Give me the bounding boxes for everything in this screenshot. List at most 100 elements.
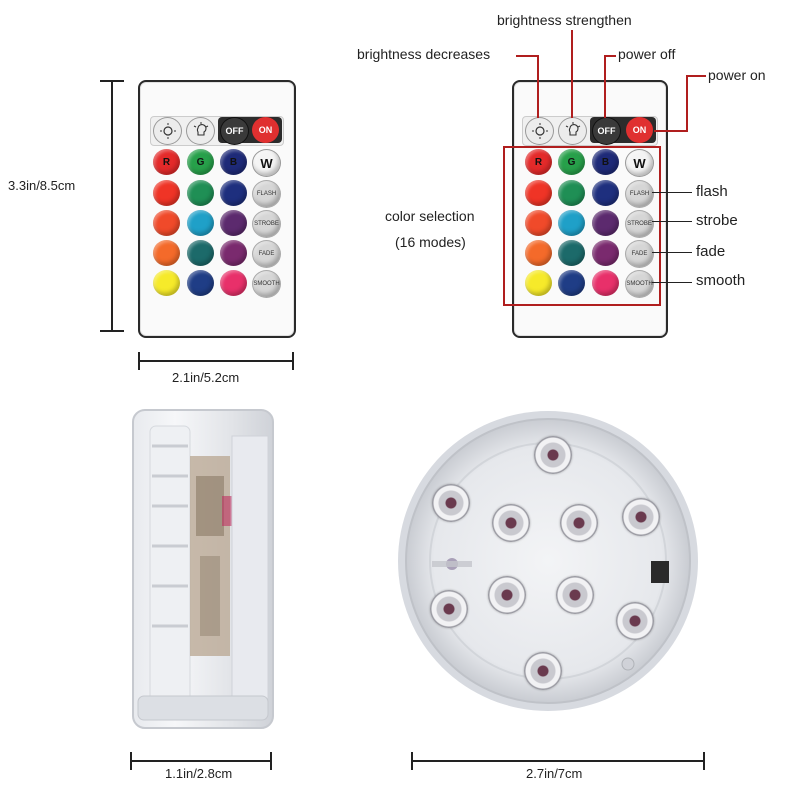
color-button[interactable] bbox=[558, 210, 585, 236]
strobe-button[interactable]: STROBE bbox=[252, 210, 281, 238]
white-button[interactable]: W bbox=[252, 149, 281, 177]
color-button[interactable] bbox=[592, 240, 619, 266]
remote-height-cap-bottom bbox=[100, 330, 124, 332]
left-remote: 3.3in/8.5cm OFF ON R G B W FLASH STROBE … bbox=[0, 0, 396, 396]
color-button[interactable] bbox=[592, 180, 619, 206]
color-button[interactable] bbox=[220, 210, 247, 236]
fade-line bbox=[652, 252, 692, 253]
blue-button[interactable]: B bbox=[592, 149, 619, 175]
brightness-up-icon[interactable] bbox=[558, 117, 587, 145]
smooth-button[interactable]: SMOOTH bbox=[252, 270, 281, 298]
strobe-button[interactable]: STROBE bbox=[625, 210, 654, 238]
strobe-label: strobe bbox=[696, 212, 738, 229]
color-button[interactable] bbox=[187, 270, 214, 296]
color-selection-label: color selection bbox=[385, 208, 475, 224]
light-width-cap-right bbox=[703, 752, 705, 770]
fade-label: fade bbox=[696, 243, 726, 260]
red-button[interactable]: R bbox=[153, 149, 180, 175]
light-height-cap-left bbox=[130, 752, 132, 770]
led-bulb bbox=[492, 504, 530, 542]
color-button[interactable] bbox=[220, 240, 247, 266]
remote-width-label: 2.1in/5.2cm bbox=[172, 370, 240, 385]
color-button[interactable] bbox=[153, 210, 180, 236]
light-height-cap-right bbox=[270, 752, 272, 770]
power-off-label: power off bbox=[618, 46, 676, 62]
color-button[interactable] bbox=[525, 270, 552, 296]
brightness-decreases-line-h bbox=[516, 55, 538, 57]
power-on-line-v bbox=[686, 75, 688, 131]
power-on-label: power on bbox=[708, 67, 766, 83]
blue-button[interactable]: B bbox=[220, 149, 247, 175]
flash-label: flash bbox=[696, 183, 728, 200]
annotated-remote: OFF ON R G B W FLASH STROBE FADE SMOOTH … bbox=[357, 12, 766, 338]
smooth-button[interactable]: SMOOTH bbox=[625, 270, 654, 298]
power-on-line-h bbox=[686, 75, 706, 77]
power-on-line-h2 bbox=[654, 130, 688, 132]
smooth-line bbox=[652, 282, 692, 283]
green-button[interactable]: G bbox=[187, 149, 214, 175]
light-top-image bbox=[398, 411, 698, 711]
remote-height-cap-top bbox=[100, 80, 124, 82]
led-bulb bbox=[616, 602, 654, 640]
color-button[interactable] bbox=[153, 180, 180, 206]
color-button[interactable] bbox=[592, 210, 619, 236]
brightness-decreases-line-v bbox=[537, 55, 539, 118]
color-button[interactable] bbox=[525, 240, 552, 266]
brightness-decreases-label: brightness decreases bbox=[357, 46, 491, 62]
red-button[interactable]: R bbox=[525, 149, 552, 175]
green-button[interactable]: G bbox=[558, 149, 585, 175]
remote-width-cap-left bbox=[138, 352, 140, 370]
color-modes-label: (16 modes) bbox=[395, 234, 466, 250]
remote-width-line bbox=[138, 360, 294, 362]
brightness-strengthen-label: brightness strengthen bbox=[497, 12, 632, 28]
color-button[interactable] bbox=[558, 240, 585, 266]
color-button[interactable] bbox=[558, 180, 585, 206]
color-button[interactable] bbox=[153, 240, 180, 266]
led-bulb bbox=[560, 504, 598, 542]
led-bulb bbox=[488, 576, 526, 614]
color-button[interactable] bbox=[525, 180, 552, 206]
led-bulb bbox=[430, 590, 468, 628]
color-button[interactable] bbox=[187, 180, 214, 206]
color-button[interactable] bbox=[153, 270, 180, 296]
brightness-strengthen-line bbox=[571, 30, 573, 118]
remote-height-line bbox=[111, 80, 113, 332]
color-button[interactable] bbox=[592, 270, 619, 296]
color-button[interactable] bbox=[558, 270, 585, 296]
remote-width-cap-right bbox=[292, 352, 294, 370]
power-off-line-h bbox=[604, 55, 616, 57]
light-height-line bbox=[130, 760, 272, 762]
light-top-view: 2.7in/7cm bbox=[396, 396, 792, 792]
led-bulb bbox=[524, 652, 562, 690]
color-button[interactable] bbox=[187, 210, 214, 236]
color-selection-box bbox=[503, 146, 661, 306]
light-width-label: 2.7in/7cm bbox=[526, 766, 583, 781]
white-button[interactable]: W bbox=[625, 149, 654, 177]
on-button[interactable]: ON bbox=[252, 117, 279, 143]
fade-button[interactable]: FADE bbox=[252, 240, 281, 268]
light-width-line bbox=[411, 760, 705, 762]
led-bulb bbox=[534, 436, 572, 474]
fade-button[interactable]: FADE bbox=[625, 240, 654, 268]
color-button[interactable] bbox=[525, 210, 552, 236]
light-side-view: 1.1in/2.8cm bbox=[0, 396, 396, 792]
flash-button[interactable]: FLASH bbox=[252, 180, 281, 208]
color-button[interactable] bbox=[220, 270, 247, 296]
led-bulb bbox=[432, 484, 470, 522]
on-button[interactable]: ON bbox=[626, 117, 653, 143]
brightness-up-icon[interactable] bbox=[186, 117, 215, 145]
color-button[interactable] bbox=[187, 240, 214, 266]
smooth-label: smooth bbox=[696, 272, 746, 289]
flash-button[interactable]: FLASH bbox=[625, 180, 654, 208]
led-bulb bbox=[622, 498, 660, 536]
flash-line bbox=[652, 192, 692, 193]
light-height-label: 1.1in/2.8cm bbox=[165, 766, 233, 781]
power-off-line-v bbox=[604, 55, 606, 118]
remote-height-label: 3.3in/8.5cm bbox=[8, 178, 76, 193]
brightness-down-icon[interactable] bbox=[525, 117, 554, 145]
strobe-line bbox=[652, 221, 692, 222]
off-button[interactable]: OFF bbox=[592, 117, 621, 145]
color-button[interactable] bbox=[220, 180, 247, 206]
off-button[interactable]: OFF bbox=[220, 117, 249, 145]
brightness-down-icon[interactable] bbox=[153, 117, 182, 145]
